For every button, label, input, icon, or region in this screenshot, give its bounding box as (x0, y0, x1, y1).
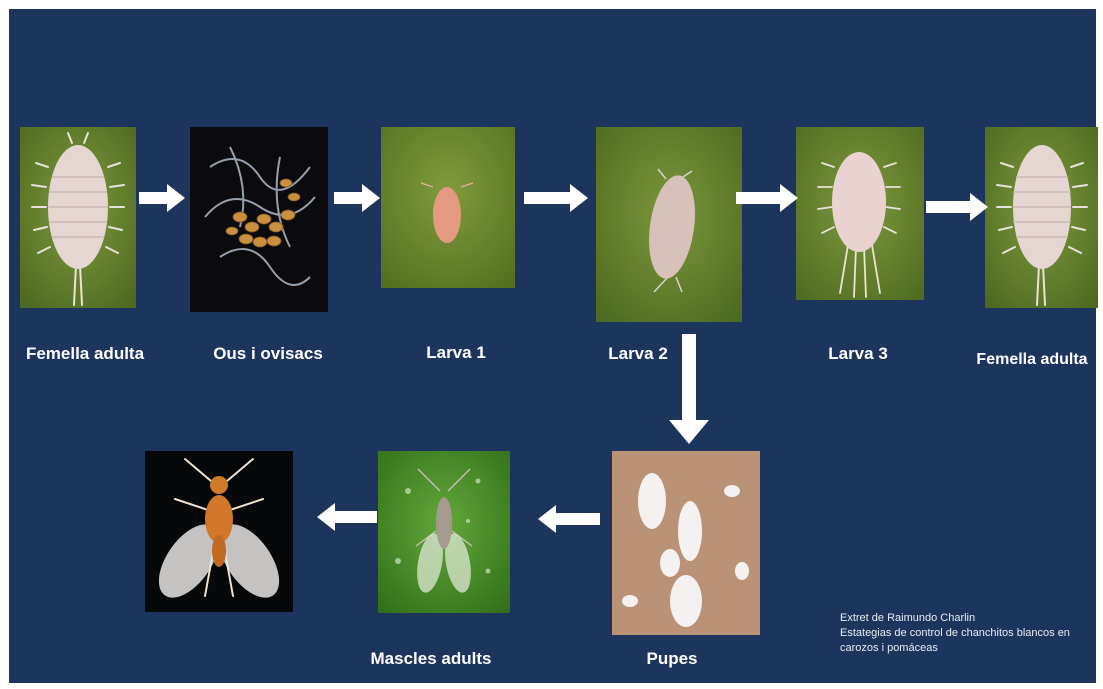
arrow-right-icon (334, 184, 380, 212)
larva3-photo (796, 127, 924, 300)
female-adult-photo-2 (985, 127, 1098, 308)
label-pupae: Pupes (646, 649, 697, 669)
adult-males-photo (378, 451, 510, 613)
pupae-photo (612, 451, 760, 635)
credit-line-3: carozos i pomáceas (840, 641, 1070, 656)
larva2-photo (596, 127, 742, 322)
arrow-right-icon (524, 184, 588, 212)
female-adult-photo (20, 127, 136, 308)
label-larva-1: Larva 1 (426, 343, 486, 363)
label-eggs-ovisacs: Ous i ovisacs (213, 344, 323, 364)
source-credit: Extret de Raimundo Charlin Estategias de… (840, 611, 1070, 656)
arrow-right-icon (926, 193, 988, 221)
label-adult-males: Mascles adults (371, 649, 492, 669)
arrow-left-icon (317, 503, 377, 531)
arrow-right-icon (736, 184, 798, 212)
arrow-left-icon (538, 505, 600, 533)
label-female-adult-2: Femella adulta (976, 351, 1087, 369)
larva1-photo (381, 127, 515, 288)
credit-line-1: Extret de Raimundo Charlin (840, 611, 1070, 626)
label-female-adult: Femella adulta (26, 344, 144, 364)
male-closeup-photo (145, 451, 293, 612)
label-larva-2: Larva 2 (608, 344, 668, 364)
label-larva-3: Larva 3 (828, 344, 888, 364)
arrow-right-icon (139, 184, 185, 212)
credit-line-2: Estategias de control de chanchitos blan… (840, 626, 1070, 641)
eggs-ovisacs-photo (190, 127, 328, 312)
arrow-down-icon (669, 334, 709, 444)
